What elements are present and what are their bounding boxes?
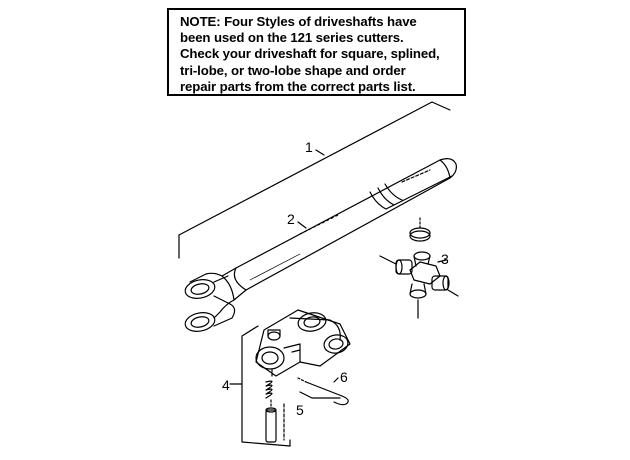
leader-lines [297, 149, 447, 383]
callout-5: 5 [296, 402, 304, 418]
callout-2: 2 [287, 211, 295, 227]
bracket-item-1 [178, 101, 451, 259]
universal-joint-cross [379, 217, 459, 319]
note-line-1: NOTE: Four Styles of driveshafts have [180, 14, 417, 29]
callout-4: 4 [222, 377, 230, 393]
note-box: NOTE: Four Styles of driveshafts have be… [167, 8, 466, 96]
note-line-5: repair parts from the correct parts list… [180, 78, 416, 94]
callout-1: 1 [305, 139, 313, 155]
yoke-assembly [255, 309, 351, 377]
spring [265, 369, 273, 399]
note-line-4: tri-lobe, or two-lobe shape and order [180, 62, 406, 78]
callout-3: 3 [441, 251, 449, 267]
bracket-item-4 [229, 325, 291, 447]
tube-yoke [184, 267, 247, 332]
driveshaft-tube [233, 158, 457, 291]
plunger-pin [265, 399, 285, 443]
callout-6: 6 [340, 369, 348, 385]
note-line-2: been used on the 121 series cutters. [180, 30, 404, 46]
note-line-3: Check your driveshaft for square, spline… [180, 46, 440, 62]
cotter-pin [297, 377, 349, 406]
